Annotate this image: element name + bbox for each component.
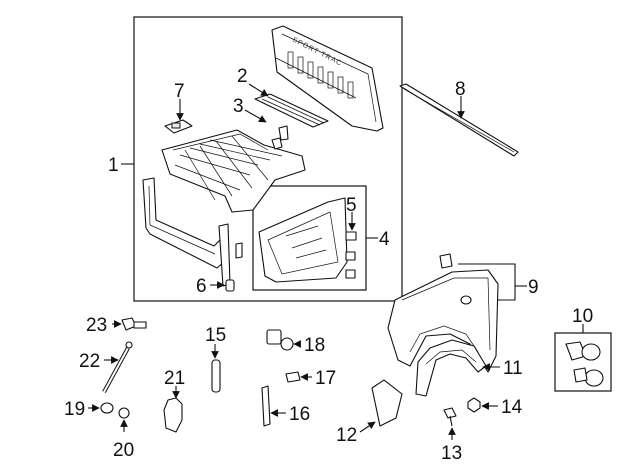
rod [211, 359, 221, 393]
hinge-bracket [163, 397, 183, 433]
callout-10: 10 [572, 306, 593, 327]
callout-5: 5 [346, 195, 357, 216]
callout-9: 9 [528, 277, 539, 298]
outer-bed-side [387, 253, 499, 373]
callout-4: 4 [379, 229, 390, 250]
floor-pan [161, 129, 306, 213]
fuel-door [565, 341, 604, 387]
support-strut [102, 341, 133, 393]
bolt [443, 407, 457, 427]
callout-15: 15 [205, 325, 226, 346]
callout-12: 12 [336, 425, 357, 446]
bolt-23 [121, 317, 147, 331]
pin [225, 279, 235, 292]
wheelhouse-liner [415, 339, 487, 397]
callout-21: 21 [164, 368, 185, 389]
callout-7: 7 [174, 81, 185, 102]
rail-cap [399, 83, 519, 157]
callout-20: 20 [113, 440, 134, 461]
callout-11: 11 [503, 358, 523, 379]
clip-part [164, 119, 193, 134]
callout-22: 22 [79, 351, 100, 372]
callout-16: 16 [289, 404, 310, 425]
stopper [266, 329, 294, 351]
small-bracket [278, 125, 289, 141]
plug [285, 371, 301, 383]
nut [467, 397, 481, 413]
callout-2: 2 [237, 66, 248, 87]
callout-1: 1 [108, 155, 119, 176]
callout-17: 17 [315, 368, 336, 389]
callout-8: 8 [455, 79, 466, 100]
inner-side-panel [258, 197, 357, 283]
callout-14: 14 [501, 397, 523, 418]
callout-18: 18 [304, 335, 325, 356]
washer [118, 407, 130, 419]
callout-3: 3 [233, 96, 244, 117]
part-10-box [554, 332, 612, 392]
leader-lines [88, 83, 584, 440]
splash-shield [371, 379, 403, 427]
callout-labels: 1 2 3 4 5 6 7 8 9 10 11 12 13 14 15 16 1… [64, 66, 593, 464]
assembly-box [133, 16, 403, 302]
callout-13: 13 [441, 443, 462, 464]
strap [261, 385, 271, 427]
side-rail [142, 177, 243, 287]
grommet [100, 402, 114, 414]
callout-23: 23 [86, 315, 107, 336]
callout-19: 19 [64, 399, 85, 420]
callout-6: 6 [196, 276, 207, 297]
